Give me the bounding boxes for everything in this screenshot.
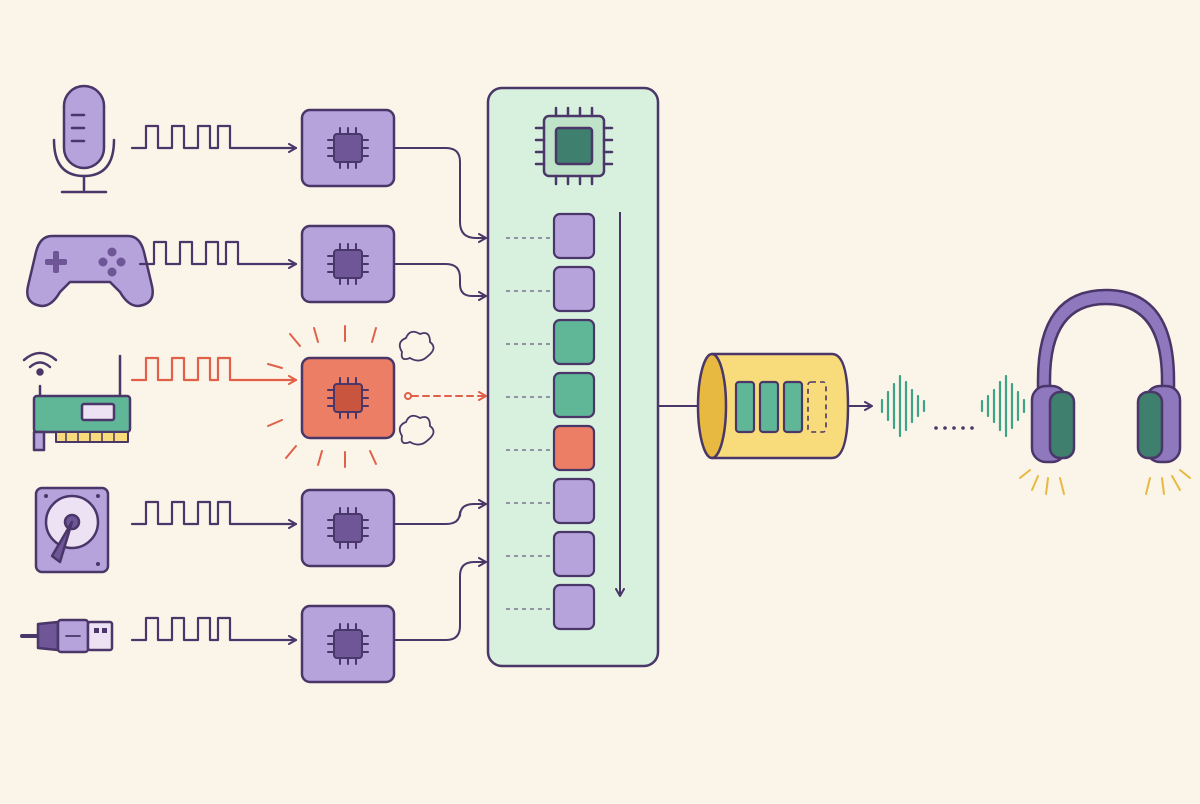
microchip-icon bbox=[327, 507, 369, 549]
queue-slot-purple bbox=[506, 212, 596, 260]
controller-chip-1 bbox=[300, 224, 396, 304]
hard-drive-icon bbox=[34, 486, 110, 574]
signal-pulse-0 bbox=[130, 124, 298, 153]
queue-slot-purple bbox=[506, 477, 596, 525]
microchip-icon bbox=[327, 127, 369, 169]
signal-pulse-2 bbox=[130, 356, 298, 385]
microchip-icon bbox=[327, 623, 369, 665]
usb-plug-icon bbox=[20, 618, 114, 654]
signal-pulse-4 bbox=[130, 616, 298, 645]
buffer-cell-filled bbox=[782, 380, 804, 434]
controller-chip-0 bbox=[300, 108, 396, 188]
controller-chip-2 bbox=[300, 356, 396, 440]
microchip-icon bbox=[327, 377, 369, 419]
interrupt-queue bbox=[506, 212, 596, 631]
queue-slot-green bbox=[506, 318, 596, 366]
sound-emission-lines bbox=[1019, 469, 1191, 495]
queue-slot-red bbox=[506, 424, 596, 472]
signal-pulse-1 bbox=[138, 240, 298, 269]
audio-buffer bbox=[696, 352, 850, 460]
buffer-cells bbox=[734, 380, 827, 434]
queue-slot-green bbox=[506, 371, 596, 419]
queue-slot-purple bbox=[506, 530, 596, 578]
controller-chips bbox=[300, 108, 396, 684]
microchip-icon bbox=[327, 243, 369, 285]
signal-pulses bbox=[130, 124, 298, 645]
headphones-icon bbox=[1030, 288, 1182, 464]
wifi-network-card-icon bbox=[22, 351, 132, 452]
signal-pulse-3 bbox=[130, 500, 298, 529]
audio-waveform bbox=[880, 374, 1026, 438]
controller-chip-4 bbox=[300, 604, 396, 684]
controller-chip-3 bbox=[300, 488, 396, 568]
queue-slot-purple bbox=[506, 265, 596, 313]
smoke-puff-icon bbox=[398, 330, 435, 446]
buffer-cell-filled bbox=[758, 380, 780, 434]
overheat-sparks bbox=[267, 325, 377, 468]
queue-slot-purple bbox=[506, 583, 596, 631]
cpu-chip-icon bbox=[534, 106, 614, 186]
buffer-cell-filled bbox=[734, 380, 756, 434]
interrupt-lines bbox=[393, 147, 487, 641]
buffer-cell-empty bbox=[807, 381, 827, 433]
microphone-icon bbox=[52, 84, 116, 194]
gamepad-icon bbox=[26, 234, 154, 308]
